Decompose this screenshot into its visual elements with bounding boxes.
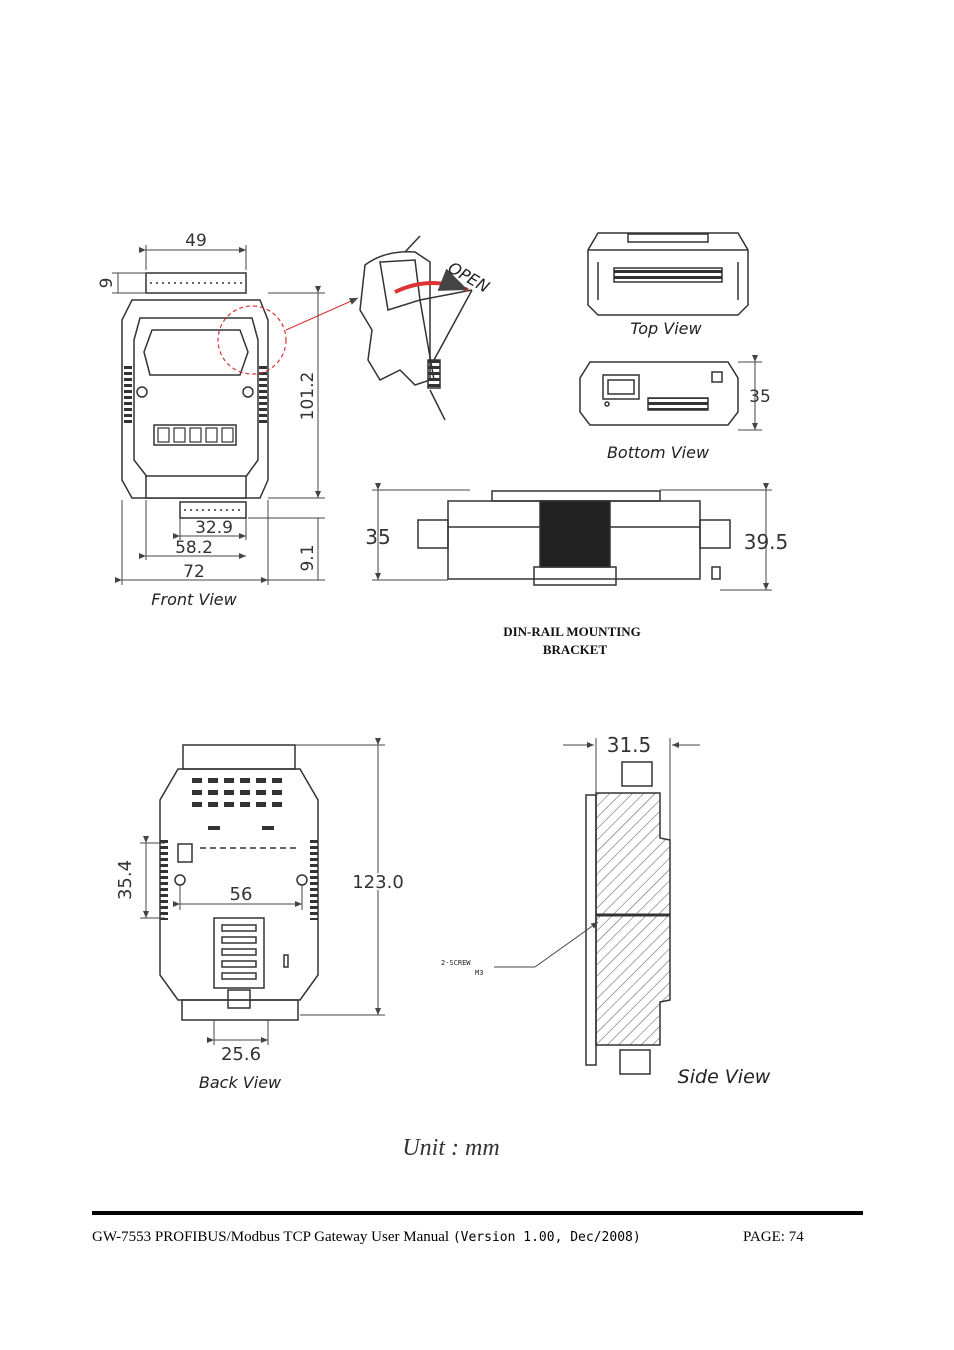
footer-rule xyxy=(92,1211,863,1215)
din-rail-bracket xyxy=(417,490,731,586)
open-detail xyxy=(359,235,473,421)
din-rail-caption-line2: BRACKET xyxy=(543,642,608,657)
footer-title: GW-7553 PROFIBUS/Modbus TCP Gateway User… xyxy=(92,1229,641,1246)
footer-version: (Version 1.00, Dec/2008) xyxy=(452,1230,641,1245)
top-view xyxy=(587,232,749,316)
dim-back-bottom: 25.6 xyxy=(221,1044,261,1065)
dim-front-bottom-inner: 32.9 xyxy=(195,518,233,538)
footer-manual-title: GW-7553 PROFIBUS/Modbus TCP Gateway User… xyxy=(92,1229,453,1245)
dim-back-side: 35.4 xyxy=(115,860,136,900)
back-view-label: Back View xyxy=(199,1073,282,1092)
front-view-label: Front View xyxy=(151,590,237,609)
screw-label-1: 2-SCREW xyxy=(441,959,471,967)
dim-front-bottom-height: 9.1 xyxy=(298,544,318,571)
din-rail-caption-line1: DIN-RAIL MOUNTING xyxy=(503,624,641,639)
dim-front-bottom-mid: 58.2 xyxy=(175,538,213,558)
bottom-view-label: Bottom View xyxy=(607,443,710,462)
dim-back-hole-spacing: 56 xyxy=(230,884,253,905)
dim-front-top-height: 9 xyxy=(97,278,117,289)
dim-front-width: 72 xyxy=(183,562,205,582)
dim-bottom-height: 35 xyxy=(749,387,771,407)
page-number: PAGE: 74 xyxy=(743,1229,804,1245)
dim-front-width-top: 49 xyxy=(185,231,207,251)
top-view-label: Top View xyxy=(630,319,702,338)
dim-din-right: 39.5 xyxy=(744,530,789,554)
bottom-view xyxy=(579,361,739,426)
bottom-view-dimension xyxy=(738,355,762,431)
dim-din-left: 35 xyxy=(365,525,390,549)
screw-label-2: M3 xyxy=(475,969,483,977)
din-rail-dimensions xyxy=(372,483,772,591)
dim-back-height: 123.0 xyxy=(352,872,404,893)
back-view xyxy=(159,744,319,1021)
side-view-dimensions xyxy=(494,738,700,968)
dim-front-height: 101.2 xyxy=(298,372,318,421)
front-view xyxy=(121,272,359,519)
back-view-dimensions xyxy=(140,738,385,1045)
side-view-label: Side View xyxy=(678,1066,771,1088)
unit-label: Unit : mm xyxy=(402,1135,499,1161)
front-view-dimensions xyxy=(112,245,325,585)
side-view xyxy=(585,761,671,1075)
dim-side-depth: 31.5 xyxy=(607,733,652,757)
